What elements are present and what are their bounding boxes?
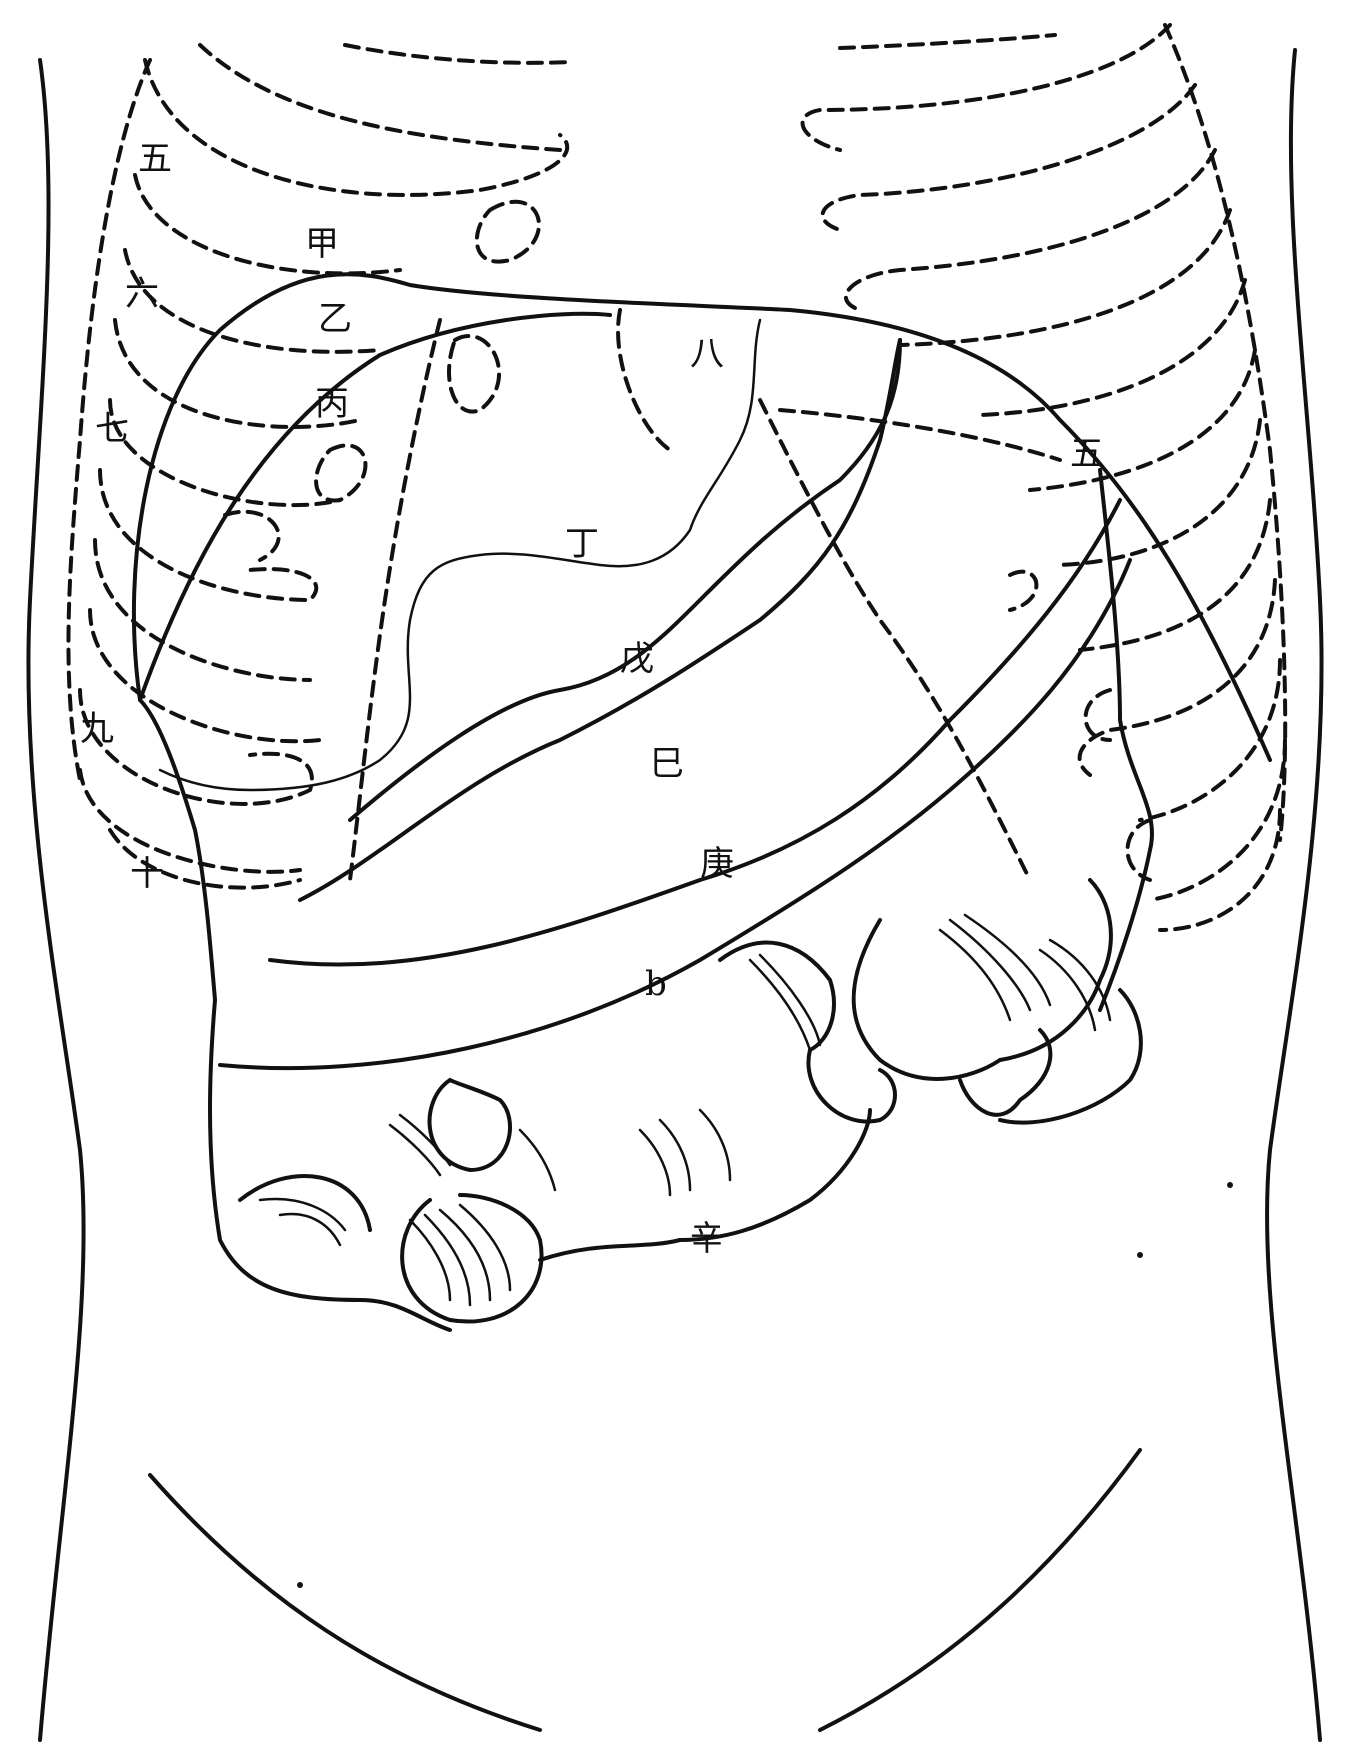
dot-mark xyxy=(1227,1182,1233,1188)
label-ding: 丁 xyxy=(565,524,599,564)
label-jiu: 九 xyxy=(80,709,114,749)
stomach-outline xyxy=(134,274,1270,1330)
label-jia: 甲 xyxy=(305,224,339,264)
label-wu2: 戊 xyxy=(620,639,654,679)
label-wu-right: 五 xyxy=(1070,434,1104,474)
dot-mark xyxy=(1137,1252,1143,1258)
label-si: 巳 xyxy=(650,744,684,784)
label-ba: 八 xyxy=(690,334,724,374)
label-wu: 五 xyxy=(138,139,172,179)
label-qi: 七 xyxy=(95,409,129,449)
label-b: b xyxy=(645,964,667,1004)
ribs-right xyxy=(803,25,1286,930)
label-liu: 六 xyxy=(125,274,159,314)
label-bing: 丙 xyxy=(315,384,349,424)
label-shi: 十 xyxy=(130,854,164,894)
label-geng: 庚 xyxy=(700,844,734,884)
label-xin: 辛 xyxy=(690,1219,724,1259)
label-yi: 乙 xyxy=(318,299,352,339)
dot-mark xyxy=(297,1582,303,1588)
jagged-curve xyxy=(160,320,760,790)
